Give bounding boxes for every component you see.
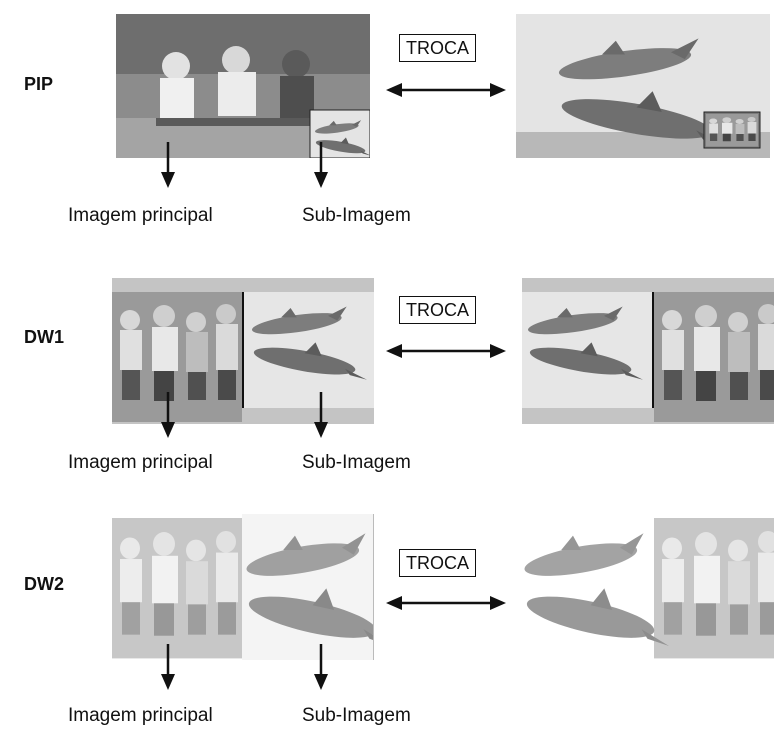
- caption-sub-image: Sub-Imagem: [302, 205, 411, 227]
- pip-main-screen: [116, 14, 370, 158]
- arrow-down-icon: [160, 142, 176, 188]
- swap-label-pip: TROCA: [399, 34, 476, 62]
- caption-main-image: Imagem principal: [68, 452, 213, 474]
- caption-sub-image: Sub-Imagem: [302, 705, 411, 727]
- arrow-down-icon: [313, 392, 329, 438]
- arrow-down-icon: [313, 644, 329, 690]
- dw2-main-screen: [112, 514, 374, 660]
- caption-main-image: Imagem principal: [68, 705, 213, 727]
- swap-label-dw1: TROCA: [399, 296, 476, 324]
- dw2-swapped-screen: [522, 514, 774, 660]
- mode-label-dw2: DW2: [24, 574, 64, 595]
- arrow-down-icon: [313, 142, 329, 188]
- arrow-down-icon: [160, 644, 176, 690]
- arrow-down-icon: [160, 392, 176, 438]
- swap-label-dw2: TROCA: [399, 549, 476, 577]
- swap-arrow-icon: [386, 80, 506, 100]
- mode-label-pip: PIP: [24, 74, 53, 95]
- pip-swapped-screen: [516, 14, 770, 158]
- swap-arrow-icon: [386, 593, 506, 613]
- caption-main-image: Imagem principal: [68, 205, 213, 227]
- dw1-swapped-screen: [522, 278, 774, 424]
- mode-label-dw1: DW1: [24, 327, 64, 348]
- swap-arrow-icon: [386, 341, 506, 361]
- caption-sub-image: Sub-Imagem: [302, 452, 411, 474]
- dw1-main-screen: [112, 278, 374, 424]
